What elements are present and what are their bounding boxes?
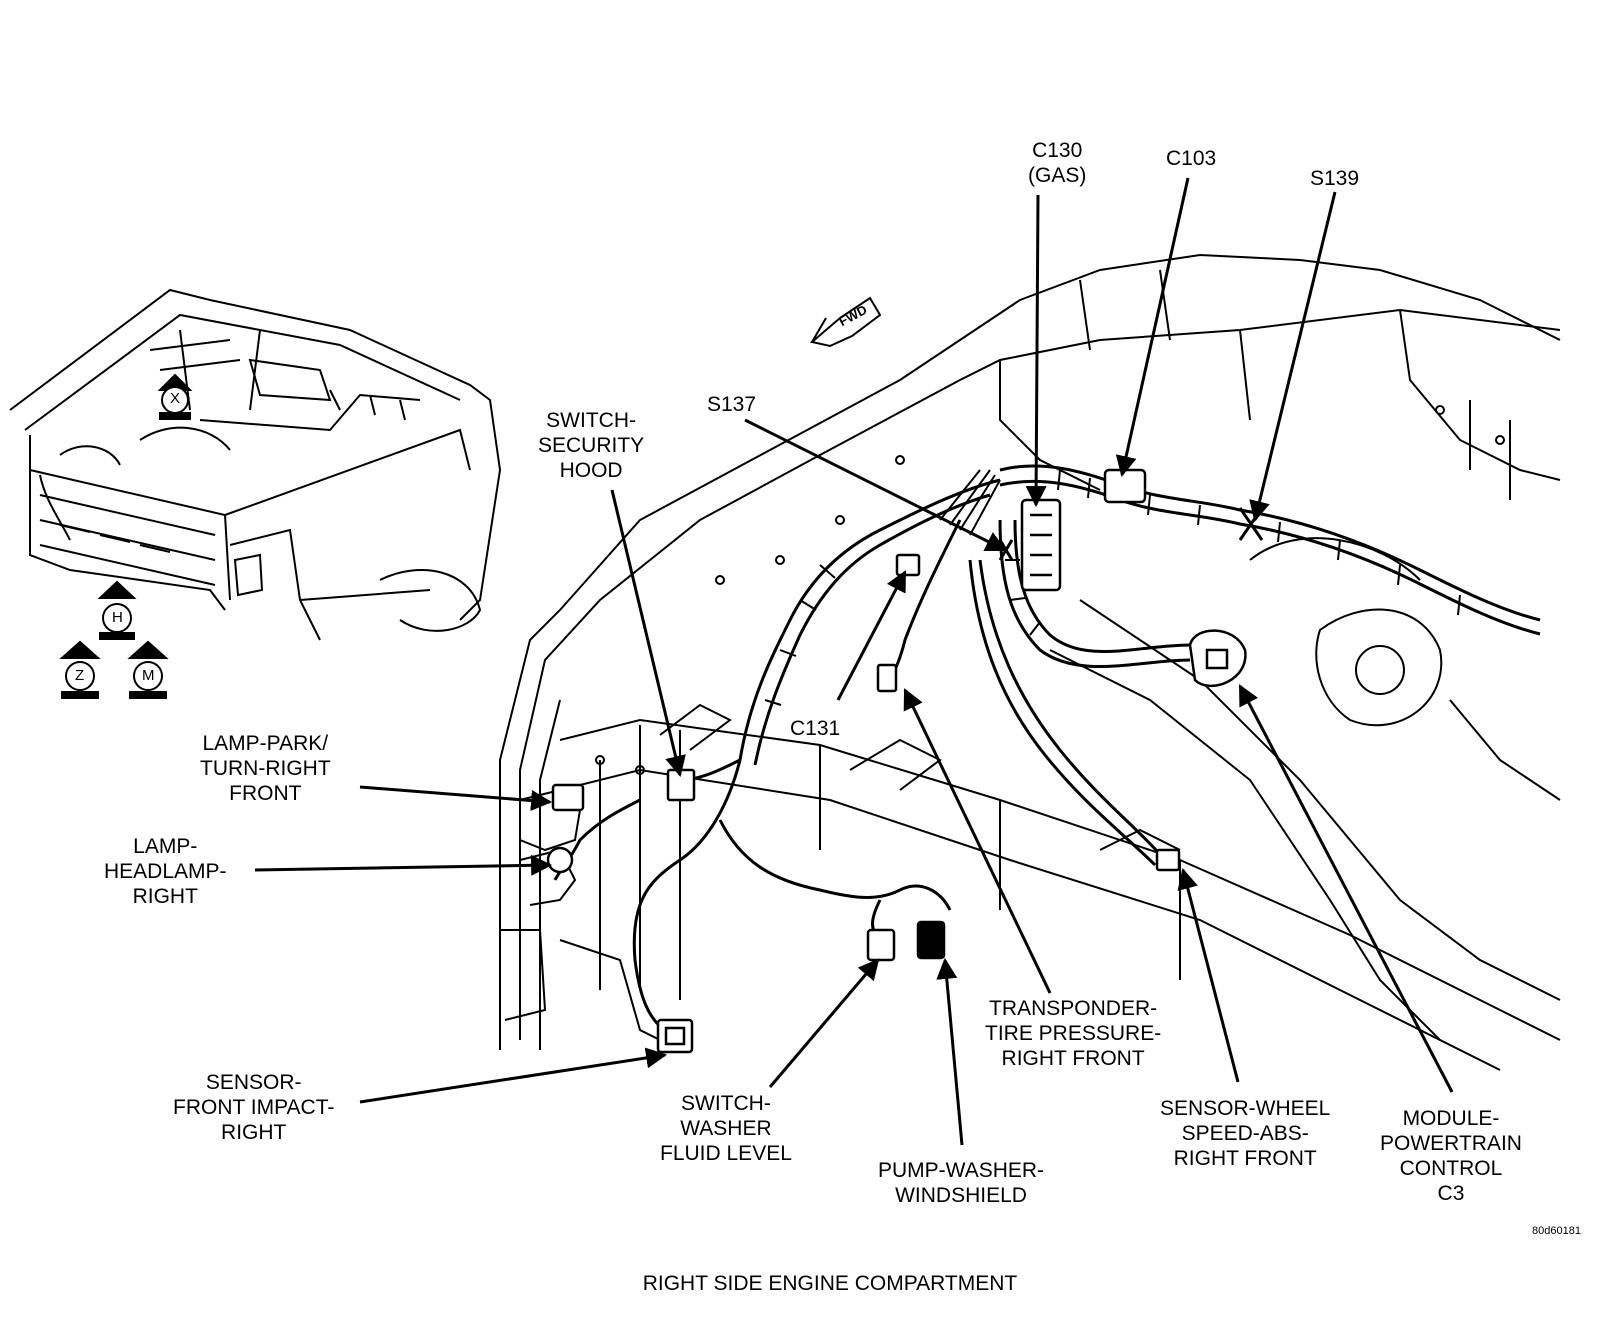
pcm-c3-connector — [1188, 629, 1247, 688]
transponder-connector — [876, 663, 898, 693]
engine-compartment-structure — [499, 253, 1561, 1071]
callout-c131: C131 — [790, 717, 841, 740]
park-lamp-connector — [551, 783, 585, 812]
c130-leader — [1025, 194, 1047, 508]
transponder-tire-leader — [903, 688, 1052, 994]
fwd-arrow — [809, 296, 882, 348]
view-marker-h: H — [112, 609, 123, 626]
s137-leader — [744, 418, 1007, 552]
module-powertrain-leader — [1238, 684, 1454, 1093]
callout-s139: S139 — [1310, 167, 1360, 190]
lamp-headlamp-leader — [254, 854, 553, 876]
washer-pump-connector — [916, 920, 946, 960]
view-marker-z: Z — [75, 667, 85, 684]
leader-arrows — [254, 177, 1454, 1146]
switch-security-hood-leader — [610, 489, 686, 778]
connectors — [546, 468, 1264, 1054]
callout-pump-washer: PUMP-WASHER-WINDSHIELD — [878, 1159, 1045, 1207]
s139-leader — [1249, 191, 1337, 523]
impact-sensor-connector — [656, 1018, 694, 1054]
washer-switch-connector — [866, 928, 896, 962]
view-marker-m: M — [142, 667, 155, 684]
callout-c103: C103 — [1166, 147, 1217, 170]
callout-sensor-front-impact: SENSOR-FRONT IMPACT-RIGHT — [173, 1071, 335, 1144]
c131-leader — [836, 570, 907, 701]
headlamp-connector — [546, 846, 574, 874]
c130-connector — [1020, 498, 1062, 592]
lamp-park-turn-leader — [359, 785, 553, 811]
callout-c130: C130(GAS) — [1028, 139, 1087, 187]
sensor-wheel-speed-leader — [1177, 867, 1240, 1083]
reference-code: 80d60181 — [1532, 1225, 1581, 1237]
c103-connector — [1103, 468, 1147, 504]
switch-washer-fluid-leader — [768, 958, 880, 1088]
view-marker-x: X — [170, 390, 181, 407]
diagram-caption: RIGHT SIDE ENGINE COMPARTMENT — [642, 1272, 1018, 1295]
callout-lamp-headlamp: LAMP-HEADLAMP-RIGHT — [104, 835, 227, 908]
c131-connector — [895, 553, 921, 577]
abs-sensor-connector — [1155, 848, 1181, 872]
c103-leader — [1115, 177, 1190, 478]
vehicle-inset-view — [9, 288, 502, 641]
callout-transponder-tire: TRANSPONDER-TIRE PRESSURE-RIGHT FRONT — [985, 997, 1162, 1070]
sensor-front-impact-leader — [359, 1047, 668, 1104]
callout-s137: S137 — [707, 393, 757, 416]
pump-washer-leader — [936, 957, 964, 1146]
view-markers — [59, 373, 193, 699]
